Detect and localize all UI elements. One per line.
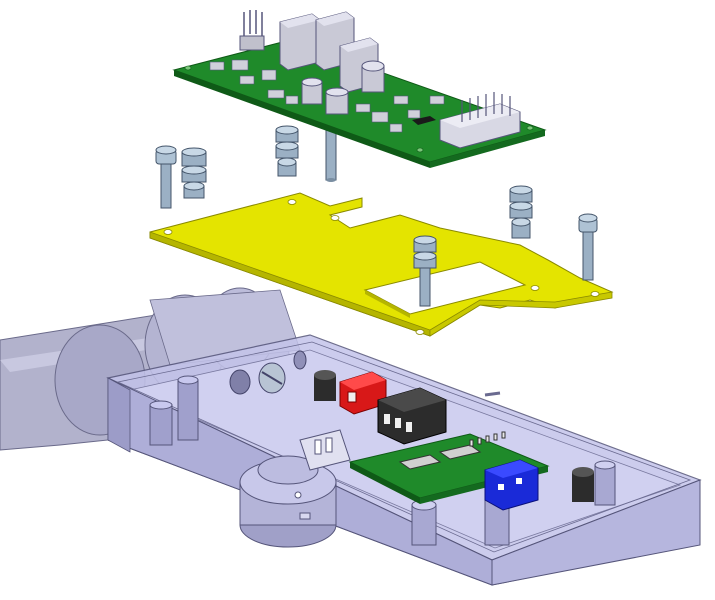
nut-stack-right	[509, 185, 533, 239]
rotary-knob	[239, 455, 337, 548]
screw-left	[155, 145, 177, 209]
nut-stack-center	[275, 125, 299, 177]
pcb-connector-right	[439, 92, 521, 149]
blue-terminal	[484, 459, 539, 511]
gland-screw	[258, 362, 286, 394]
nut-stack-left	[181, 147, 207, 199]
pcb-capacitor-1	[279, 13, 321, 71]
small-switch	[299, 429, 351, 471]
corner-post-1	[177, 375, 199, 441]
standoff-center	[325, 129, 337, 182]
mounting-plate	[149, 192, 614, 337]
pcb-cylinder-2	[301, 77, 323, 105]
corner-post-3	[411, 499, 437, 546]
corner-post-2	[149, 400, 173, 446]
screw-center-plate	[413, 235, 437, 307]
black-relay	[377, 387, 447, 445]
black-cylinder-right	[572, 467, 594, 502]
corner-post-5	[594, 460, 616, 506]
pcb-cylinder-3	[325, 87, 349, 115]
top-pcb	[172, 10, 547, 168]
pcb-header-left	[239, 10, 265, 51]
red-connector	[339, 371, 387, 415]
gland-hole	[229, 369, 251, 395]
screw-right	[578, 213, 598, 281]
pcb-chip	[412, 116, 436, 125]
pcb-cylinder-1	[361, 60, 385, 93]
black-cylinder-left	[314, 370, 336, 401]
